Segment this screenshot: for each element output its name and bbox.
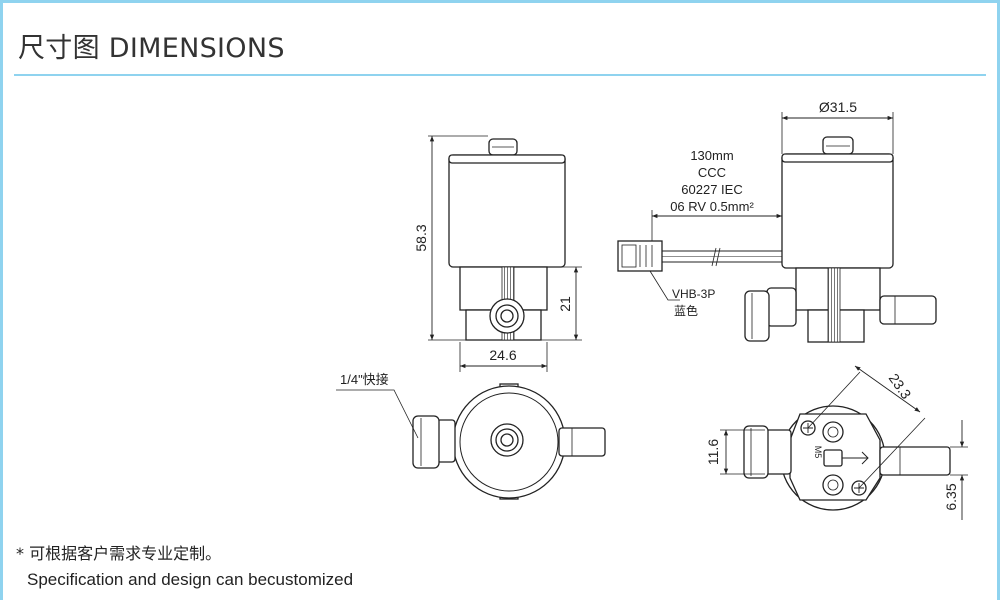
front-coil-cap <box>448 154 566 164</box>
cable-spec-line-3: 60227 IEC <box>681 182 742 197</box>
side-view <box>617 112 937 343</box>
top-right-tube <box>558 427 606 457</box>
page-title: 尺寸图 DIMENSIONS <box>18 33 285 64</box>
bottom-left-fitting <box>764 429 792 475</box>
dim-height-label: 58.3 <box>413 224 429 251</box>
bottom-view <box>720 365 968 520</box>
fitting-label: 1/4"快接 <box>340 372 389 387</box>
frame-right-border <box>997 0 1000 600</box>
bottom-right-tube <box>879 446 951 476</box>
front-view <box>428 135 582 372</box>
cable-spec-line-4: 06 RV 0.5mm² <box>670 199 754 214</box>
title-divider <box>14 74 986 76</box>
bottom-left-collet <box>743 425 769 479</box>
dim-port-dia-label: 6.35 <box>943 483 959 510</box>
frame-top-border <box>0 0 1000 3</box>
side-left-collet <box>744 290 770 342</box>
top-left-fitting <box>436 419 456 463</box>
side-coil <box>781 153 894 269</box>
top-left-collet <box>412 415 440 469</box>
frame-left-border <box>0 0 3 600</box>
thread-mark-label: M5 <box>813 446 823 459</box>
dim-port-height-label: 11.6 <box>705 439 721 465</box>
dim-23-3-line <box>854 365 921 413</box>
dim-diameter-label: Ø31.5 <box>819 99 857 115</box>
top-screw-inner <box>500 433 514 447</box>
front-coil <box>448 154 566 268</box>
bottom-center-slot <box>823 449 843 467</box>
dim-diagonal-label: 23.3 <box>886 370 915 402</box>
note-english: Specification and design can becustomize… <box>27 570 354 589</box>
dim-body-height-label: 21 <box>557 296 573 312</box>
cable-spec-line-2: CCC <box>698 165 726 180</box>
front-port-inner <box>500 309 514 323</box>
note-chinese: * 可根据客户需求专业定制。 <box>16 544 222 563</box>
top-view <box>336 383 606 500</box>
side-left-fitting <box>766 287 797 327</box>
connector-type-label: VHB-3P <box>672 287 715 301</box>
side-coil-cap <box>781 153 894 163</box>
cable-spec-line-1: 130mm <box>690 148 733 163</box>
dim-width-label: 24.6 <box>489 347 516 363</box>
side-hatch <box>827 267 841 343</box>
side-top-knob <box>822 136 854 155</box>
side-right-tube <box>879 295 937 325</box>
connector-color-label: 蓝色 <box>674 304 698 318</box>
